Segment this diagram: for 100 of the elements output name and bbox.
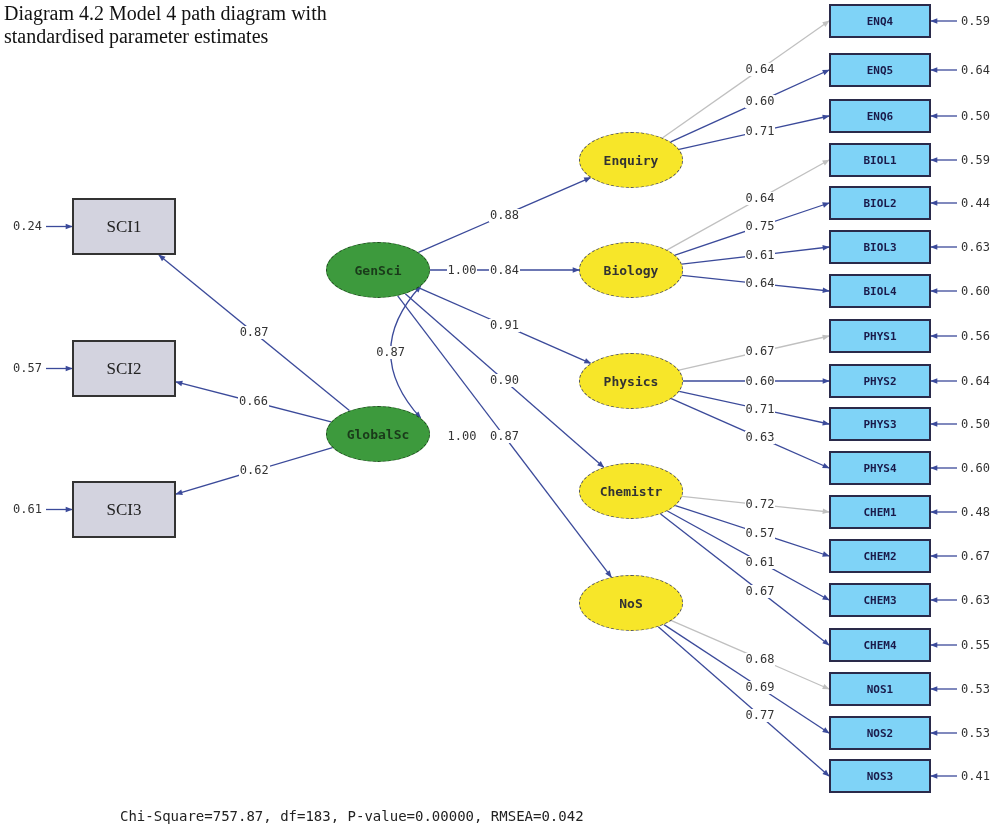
arrow: [930, 597, 958, 603]
diagram-title: Diagram 4.2 Model 4 path diagram with standardised parameter estimates: [4, 2, 328, 48]
observed-variable-box: CHEM3: [829, 583, 931, 617]
arrow: [930, 509, 958, 515]
latent-variable-ellipse: Chemistr: [579, 463, 683, 519]
edge-label: 0.60: [744, 94, 776, 108]
arrow: [930, 642, 958, 648]
edge-label: 0.50: [960, 109, 991, 123]
observed-variable-box: ENQ4: [829, 4, 931, 38]
edge-label: 0.50: [960, 417, 991, 431]
arrow: [45, 506, 73, 513]
edge-label: 0.59: [960, 14, 991, 28]
edge-label: 0.84: [489, 263, 520, 277]
variance-label: 1.00: [446, 263, 478, 277]
arrow: [930, 113, 958, 119]
edge-label: 0.71: [744, 124, 776, 138]
latent-variable-ellipse: GlobalSc: [326, 406, 430, 462]
edge-label: 0.88: [489, 208, 520, 222]
variance-label: 1.00: [446, 429, 478, 443]
observed-variable-box: NOS3: [829, 759, 931, 793]
arrow: [657, 626, 830, 777]
edge-label: 0.68: [744, 652, 776, 666]
latent-variable-ellipse: Enquiry: [579, 132, 683, 188]
latent-variable-ellipse: Biology: [579, 242, 683, 298]
arrow: [930, 200, 958, 206]
edge-label: 0.48: [960, 505, 991, 519]
latent-variable-ellipse: Physics: [579, 353, 683, 409]
edge-label: 0.75: [744, 219, 776, 233]
edge-label: 0.41: [960, 769, 991, 783]
arrow: [930, 333, 958, 339]
arrow: [930, 288, 958, 294]
arrow: [930, 18, 958, 24]
double-headed-arrow: [390, 285, 422, 419]
fit-statistics-caption: Chi-Square=757.87, df=183, P-value=0.00000, RMSEA=0.042: [120, 808, 584, 824]
edge-label: 0.56: [960, 329, 991, 343]
observed-variable-box: CHEM2: [829, 539, 931, 573]
latent-variable-ellipse: GenSci: [326, 242, 430, 298]
arrow: [662, 20, 830, 139]
observed-variable-box: PHYS3: [829, 407, 931, 441]
arrow: [930, 773, 958, 779]
observed-variable-box: NOS1: [829, 672, 931, 706]
edge-label: 0.55: [960, 638, 991, 652]
edge-label: 0.44: [960, 196, 991, 210]
arrow: [930, 421, 958, 427]
arrow: [930, 67, 958, 73]
edge-label: 0.67: [744, 345, 776, 359]
observed-variable-box: BIOL1: [829, 143, 931, 177]
observed-variable-box: SCI1: [72, 198, 176, 255]
edge-label: 0.67: [744, 584, 776, 598]
edge-label: 0.64: [960, 63, 991, 77]
observed-variable-box: CHEM4: [829, 628, 931, 662]
observed-variable-box: SCI3: [72, 481, 176, 538]
edge-label: 0.61: [744, 248, 776, 262]
arrow: [930, 378, 958, 384]
edge-label: 0.63: [960, 593, 991, 607]
edge-label: 0.53: [960, 726, 991, 740]
observed-variable-box: BIOL3: [829, 230, 931, 264]
edge-label: 0.63: [744, 431, 776, 445]
edge-label: 0.61: [744, 555, 776, 569]
arrow: [930, 553, 958, 559]
observed-variable-box: BIOL2: [829, 186, 931, 220]
arrow: [158, 254, 351, 412]
observed-variable-box: PHYS4: [829, 451, 931, 485]
arrow: [930, 465, 958, 471]
observed-variable-box: PHYS2: [829, 364, 931, 398]
edge-label: 0.67: [960, 549, 991, 563]
edge-label: 0.59: [960, 153, 991, 167]
arrow: [663, 624, 830, 734]
observed-variable-box: ENQ6: [829, 99, 931, 133]
arrow: [659, 513, 830, 646]
arrow: [404, 293, 605, 468]
latent-variable-ellipse: NoS: [579, 575, 683, 631]
observed-variable-box: CHEM1: [829, 495, 931, 529]
edge-label: 0.53: [960, 682, 991, 696]
edge-label: 0.24: [12, 220, 43, 233]
edge-label: 0.57: [744, 526, 776, 540]
arrow: [930, 730, 958, 736]
edge-label: 0.64: [960, 374, 991, 388]
arrow: [397, 295, 612, 578]
edge-label: 0.57: [12, 362, 43, 375]
edge-label: 0.91: [489, 319, 520, 332]
edge-label: 0.61: [12, 503, 43, 516]
observed-variable-box: BIOL4: [829, 274, 931, 308]
edge-label: 0.64: [744, 62, 776, 76]
edge-label: 0.60: [960, 284, 991, 298]
arrow: [45, 365, 73, 372]
arrow: [930, 244, 958, 250]
arrow: [930, 157, 958, 163]
edge-label: 0.69: [744, 681, 776, 695]
edge-label: 0.63: [960, 240, 991, 254]
edge-label: 0.64: [744, 191, 776, 205]
edge-label: 0.71: [744, 402, 776, 416]
edge-label: 0.87: [238, 326, 270, 340]
edge-label: 0.77: [744, 709, 776, 723]
edge-label: 0.90: [489, 374, 520, 387]
edge-label: 0.87: [489, 430, 520, 443]
observed-variable-box: PHYS1: [829, 319, 931, 353]
observed-variable-box: ENQ5: [829, 53, 931, 87]
arrow: [930, 686, 958, 692]
edge-label: 0.60: [744, 374, 776, 388]
